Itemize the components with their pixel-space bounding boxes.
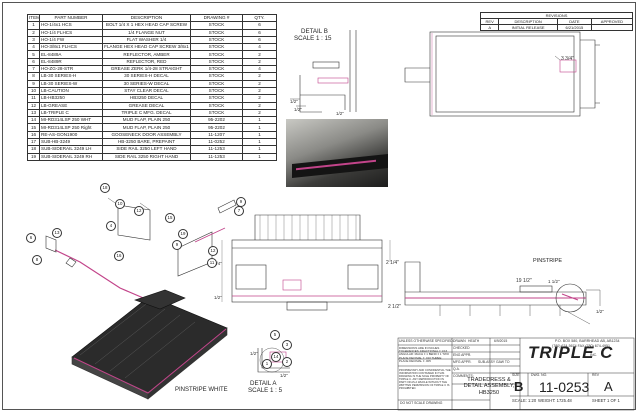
tb-eng-appr: ENG APPR. xyxy=(453,353,472,357)
tb-scale: SCALE: 1:20 xyxy=(512,398,537,403)
tb-unless: UNLESS OTHERWISE SPECIFIED: xyxy=(399,339,454,343)
dim-detail-b-3: 1/2" xyxy=(336,111,344,116)
item-balloon: 12 xyxy=(208,246,218,256)
tb-drawn-date: 6/9/2015 xyxy=(494,339,508,343)
dim-rear-left: 1/4" xyxy=(214,261,222,266)
side-elevation-view xyxy=(404,261,601,316)
company-logo: TRIPLE C xyxy=(528,343,614,362)
tb-tolerances: DIMENSIONS ARE IN INCHES TOLERANCES: FRA… xyxy=(399,346,450,363)
dim-rear-bottom: 2 1/2" xyxy=(388,304,401,310)
dim-rear-left2: 1/2" xyxy=(214,295,222,300)
tb-mfg-note: SUB-ASSY GAW TO xyxy=(478,360,510,364)
detail-b-view xyxy=(290,30,357,113)
bom-cell: 4 xyxy=(242,43,277,52)
item-balloon: 19 xyxy=(178,229,188,239)
detail-a-title: DETAIL A xyxy=(250,380,277,387)
item-balloon: 16 xyxy=(114,251,124,261)
dim-detail-b-2: 1/2" xyxy=(294,107,302,112)
dim-side-3: 1/2" xyxy=(596,309,604,314)
tb-phone: (780) 674-5674 FAX (780) 674-4951 xyxy=(552,344,610,348)
top-plan-view xyxy=(404,31,600,117)
item-balloon: 14 xyxy=(271,352,281,362)
item-balloon: 2 xyxy=(282,357,292,367)
tb-do-not-scale: DO NOT SCALE DRAWING xyxy=(400,401,443,405)
sheet-border xyxy=(2,2,636,410)
tb-checked: CHECKED xyxy=(453,346,470,350)
bom-cell: 1 xyxy=(242,152,277,161)
item-balloon: 3 xyxy=(282,340,292,350)
item-balloon: 10 xyxy=(115,199,125,209)
item-balloon: 7 xyxy=(234,206,244,216)
bom-cell: 6 xyxy=(242,28,277,37)
bill-of-materials: ITEM NO. PART NUMBER DESCRIPTION DRAWING… xyxy=(27,13,277,161)
product-photo xyxy=(286,119,388,187)
tb-dwg-label: DWG. NO. xyxy=(531,373,548,377)
tb-dwg-no: 11-0253 xyxy=(539,379,590,395)
item-balloon: 8 xyxy=(32,255,42,265)
item-balloon: 9 xyxy=(172,240,182,250)
item-balloon: 6 xyxy=(26,233,36,243)
tb-inc: INC. xyxy=(590,353,598,357)
item-balloon: 15 xyxy=(165,213,175,223)
pinstripe-label: PINSTRIPE xyxy=(533,258,563,264)
tb-mfg-appr: MFG APPR. xyxy=(453,360,472,364)
title-block-frame xyxy=(397,337,635,411)
dim-top-right: 3 3/4" xyxy=(561,56,574,62)
isometric-deck xyxy=(71,289,228,400)
pinstripe-white-label: PINSTRIPE WHITE xyxy=(175,387,228,393)
tb-address: P.O. BOX 580, BARRHEAD AB, AB1234 xyxy=(555,339,620,343)
revision-table: REVISIONS REV DESCRIPTION DATE APPROVED … xyxy=(479,12,634,31)
item-balloon: 13 xyxy=(52,228,62,238)
item-balloon: 11 xyxy=(207,258,217,268)
tb-drawing-title: TRADEDRESS & DETAIL ASSEMBLY, HB3250 xyxy=(463,377,515,396)
tb-drawn: DRAWN xyxy=(453,339,466,343)
bom-cell: 6 xyxy=(242,35,277,45)
tb-comments: COMMENTS: xyxy=(453,374,474,378)
detail-a-scale: SCALE 1 : 5 xyxy=(248,387,283,394)
dim-detail-a-1: 1/2" xyxy=(250,351,258,356)
dim-rear-side: 2 1/4" xyxy=(386,260,399,266)
dim-side-2: 1 1/2" xyxy=(548,279,560,284)
dim-detail-a-2: 1/2" xyxy=(280,373,288,378)
tb-size: B xyxy=(514,379,524,394)
detail-b-title: DETAIL B xyxy=(301,28,328,35)
rev-cell xyxy=(590,24,634,31)
dim-detail-b-1: 1/2" xyxy=(290,99,298,104)
rev-cell: A xyxy=(479,24,500,31)
item-balloon: 1 xyxy=(262,359,272,369)
tb-sheet: SHEET 1 OF 1 xyxy=(592,398,620,403)
bom-cell: 2 xyxy=(242,50,277,59)
tb-proprietary: PROPRIETARY AND CONFIDENTIAL THE INFORMA… xyxy=(399,369,451,390)
detail-b-scale: SCALE 1 : 15 xyxy=(294,35,332,42)
tb-rev: A xyxy=(604,379,613,394)
item-balloon: 4 xyxy=(106,221,116,231)
item-balloon: 18 xyxy=(100,183,110,193)
tb-rev-label: REV xyxy=(592,373,599,377)
rev-row: A INITIAL RELEASE 6/21/2015 xyxy=(479,24,634,31)
item-balloon: 5 xyxy=(270,330,280,340)
tb-size-label: SIZE xyxy=(512,373,520,377)
tb-weight: WEIGHT: 1725.48 xyxy=(538,398,572,403)
pinstripe-detail xyxy=(555,283,591,325)
rear-elevation-view xyxy=(221,214,391,311)
dim-side-1: 19 1/2" xyxy=(516,278,532,284)
tb-qa: Q.A. xyxy=(453,367,460,371)
tb-drawn-by: HEATH xyxy=(468,339,480,343)
item-balloon: 12 xyxy=(134,206,144,216)
